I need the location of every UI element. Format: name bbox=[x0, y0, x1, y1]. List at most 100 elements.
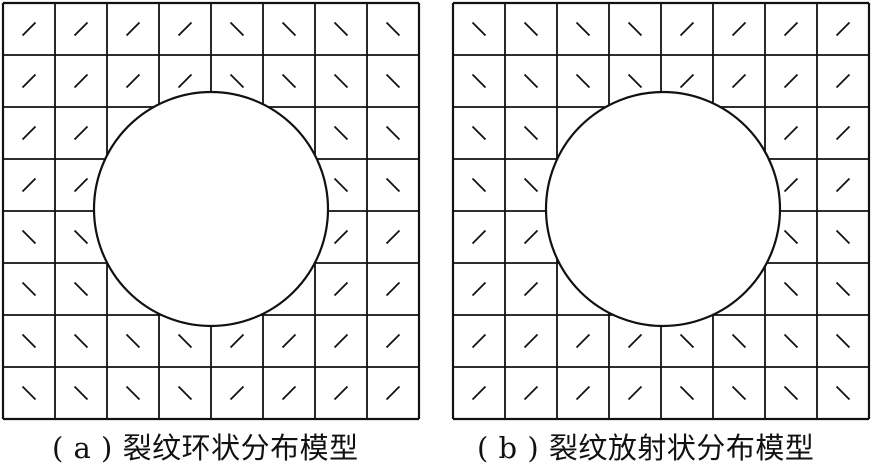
crack-mark bbox=[125, 333, 141, 349]
crack-mark bbox=[333, 177, 349, 193]
crack-mark bbox=[783, 229, 799, 245]
crack-mark bbox=[835, 73, 851, 89]
crack-mark bbox=[783, 125, 799, 141]
crack-mark bbox=[575, 21, 591, 37]
crack-mark bbox=[471, 73, 487, 89]
crack-mark bbox=[523, 385, 539, 401]
crack-mark bbox=[333, 125, 349, 141]
crack-mark bbox=[333, 281, 349, 297]
crack-mark bbox=[385, 281, 401, 297]
crack-mark bbox=[73, 333, 89, 349]
crack-mark bbox=[575, 385, 591, 401]
crack-mark bbox=[783, 281, 799, 297]
crack-mark bbox=[229, 21, 245, 37]
crack-mark bbox=[731, 385, 747, 401]
crack-mark bbox=[333, 73, 349, 89]
crack-mark bbox=[679, 21, 695, 37]
crack-mark bbox=[229, 385, 245, 401]
borehole-circle bbox=[92, 90, 330, 328]
crack-mark bbox=[575, 73, 591, 89]
crack-mark bbox=[281, 385, 297, 401]
crack-mark bbox=[523, 229, 539, 245]
crack-mark bbox=[679, 73, 695, 89]
crack-mark bbox=[21, 333, 37, 349]
crack-mark bbox=[333, 333, 349, 349]
crack-mark bbox=[471, 177, 487, 193]
crack-mark bbox=[281, 333, 297, 349]
crack-mark bbox=[73, 125, 89, 141]
crack-mark bbox=[21, 21, 37, 37]
crack-mark bbox=[177, 333, 193, 349]
crack-mark bbox=[385, 125, 401, 141]
crack-mark bbox=[731, 73, 747, 89]
crack-mark bbox=[471, 333, 487, 349]
crack-mark bbox=[73, 229, 89, 245]
crack-mark bbox=[21, 281, 37, 297]
crack-mark bbox=[281, 21, 297, 37]
crack-mark bbox=[783, 177, 799, 193]
crack-mark bbox=[21, 177, 37, 193]
crack-mark bbox=[523, 73, 539, 89]
crack-mark bbox=[679, 385, 695, 401]
crack-mark bbox=[523, 125, 539, 141]
crack-mark bbox=[229, 73, 245, 89]
crack-mark bbox=[523, 21, 539, 37]
crack-mark bbox=[835, 125, 851, 141]
crack-mark bbox=[575, 333, 591, 349]
crack-mark bbox=[125, 385, 141, 401]
crack-mark bbox=[333, 229, 349, 245]
crack-mark bbox=[835, 229, 851, 245]
crack-mark bbox=[333, 21, 349, 37]
crack-mark bbox=[177, 385, 193, 401]
crack-mark bbox=[385, 333, 401, 349]
crack-mark bbox=[835, 385, 851, 401]
caption-panel-b: ( b ) 裂纹放射状分布模型 bbox=[477, 431, 815, 465]
crack-mark bbox=[835, 281, 851, 297]
crack-mark bbox=[385, 73, 401, 89]
crack-mark bbox=[21, 229, 37, 245]
crack-mark bbox=[125, 21, 141, 37]
crack-mark bbox=[471, 125, 487, 141]
panel-b-radial-model bbox=[451, 1, 871, 421]
crack-mark bbox=[783, 333, 799, 349]
crack-mark bbox=[385, 177, 401, 193]
crack-mark bbox=[627, 73, 643, 89]
caption-panel-a: ( a ) 裂纹环状分布模型 bbox=[52, 431, 359, 465]
crack-mark bbox=[523, 281, 539, 297]
crack-mark bbox=[471, 21, 487, 37]
crack-mark bbox=[73, 21, 89, 37]
crack-mark bbox=[471, 229, 487, 245]
crack-mark bbox=[229, 333, 245, 349]
crack-mark bbox=[471, 281, 487, 297]
crack-mark bbox=[783, 385, 799, 401]
crack-mark bbox=[731, 21, 747, 37]
crack-mark bbox=[835, 177, 851, 193]
crack-mark bbox=[731, 333, 747, 349]
crack-mark bbox=[523, 177, 539, 193]
crack-mark bbox=[177, 21, 193, 37]
crack-mark bbox=[627, 385, 643, 401]
crack-mark bbox=[783, 73, 799, 89]
crack-mark bbox=[73, 281, 89, 297]
crack-mark bbox=[385, 21, 401, 37]
crack-mark bbox=[523, 333, 539, 349]
crack-mark bbox=[835, 333, 851, 349]
crack-mark bbox=[125, 73, 141, 89]
crack-mark bbox=[385, 385, 401, 401]
crack-mark bbox=[21, 385, 37, 401]
crack-mark bbox=[783, 21, 799, 37]
crack-mark bbox=[471, 385, 487, 401]
crack-mark bbox=[679, 333, 695, 349]
crack-mark bbox=[73, 177, 89, 193]
crack-mark bbox=[21, 125, 37, 141]
crack-mark bbox=[627, 21, 643, 37]
crack-mark bbox=[21, 73, 37, 89]
crack-mark bbox=[385, 229, 401, 245]
panel-a-circumferential-model bbox=[1, 1, 421, 421]
crack-mark bbox=[73, 73, 89, 89]
crack-mark bbox=[281, 73, 297, 89]
crack-mark bbox=[835, 21, 851, 37]
borehole-circle bbox=[544, 90, 782, 328]
crack-mark bbox=[627, 333, 643, 349]
